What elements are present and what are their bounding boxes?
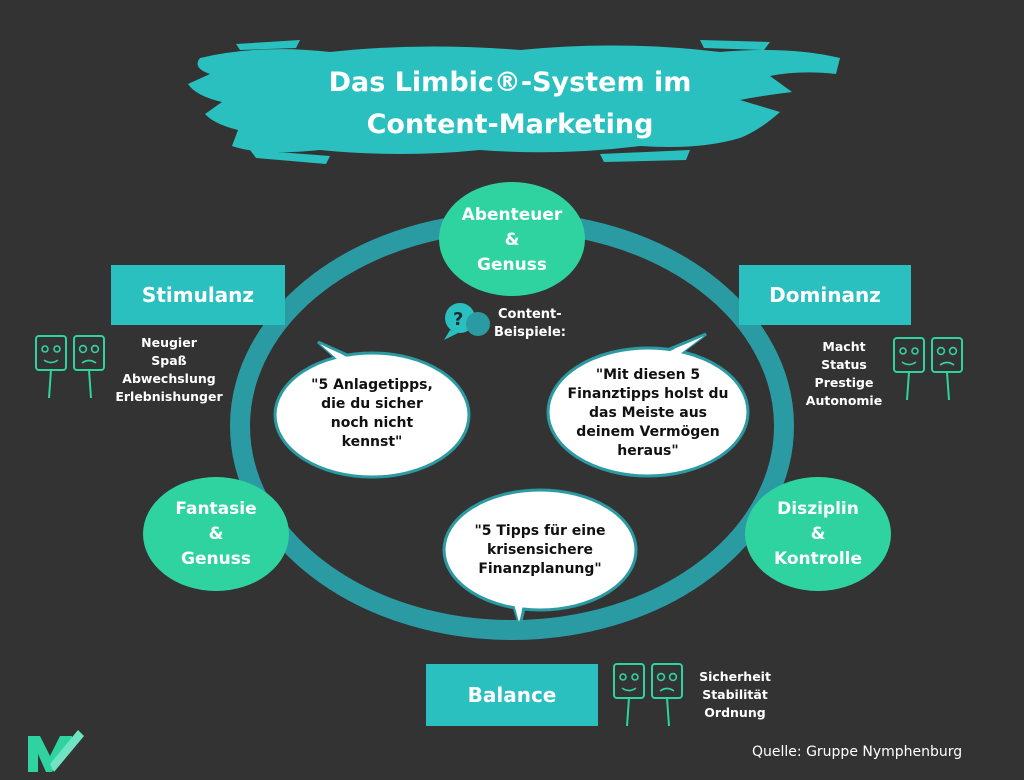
title-brush-stroke (188, 40, 840, 164)
bubble-bottom-line: krisensichere (486, 542, 594, 558)
box-dominanz: Dominanz (739, 265, 911, 325)
bubble-left-line: noch nicht (330, 415, 414, 431)
list-item: Stabilität (702, 687, 768, 702)
node-circle-left (143, 477, 289, 591)
bubble-right-line: das Meiste aus (588, 405, 708, 421)
list-item: Autonomie (805, 393, 883, 408)
list-item: Ordnung (704, 705, 766, 720)
bubble-left-line: die du sicher (321, 396, 423, 412)
content-examples-line-2: Beispiele: (494, 325, 566, 340)
bubble-right-line: "Mit diesen 5 (595, 367, 701, 383)
node-top-line-1: Abenteuer (461, 204, 563, 225)
bubble-right-line: deinem Vermögen (576, 424, 720, 440)
bubble-right-line: heraus" (617, 443, 679, 459)
node-left-line-1: Fantasie (175, 498, 257, 519)
bubble-bottom-line: "5 Tipps für eine (474, 523, 606, 539)
list-item: Spaß (151, 353, 187, 368)
node-abenteuer-genuss: Abenteuer & Genuss (439, 202, 585, 278)
bubble-left-line: kennst" (341, 434, 403, 450)
node-right-line-1: Disziplin (777, 498, 859, 519)
list-item: Prestige (814, 375, 874, 390)
question-bubbles-icon: ? (444, 303, 490, 340)
list-item: Erlebnishunger (115, 389, 223, 404)
face-signs-icon-balance (613, 663, 683, 727)
page-title: Das Limbic®-System im Content-Marketing (300, 62, 720, 146)
list-stimulanz: Neugier Spaß Abwechslung Erlebnishunger (108, 334, 230, 406)
node-fantasie-genuss: Fantasie & Genuss (143, 496, 289, 572)
svg-text:?: ? (453, 309, 463, 330)
node-top-line-3: Genuss (477, 254, 547, 275)
list-item: Neugier (141, 335, 197, 350)
content-examples-line-1: Content- (498, 307, 562, 322)
node-right-line-3: Kontrolle (773, 548, 863, 569)
speech-bubble-left (273, 340, 471, 479)
list-item: Status (821, 357, 867, 372)
bubble-text-left: "5 Anlagetipps, die du sicher noch nicht… (290, 376, 454, 452)
title-line-2: Content-Marketing (366, 109, 654, 140)
node-left-line-2: & (208, 523, 224, 544)
bubble-left-line: "5 Anlagetipps, (311, 377, 433, 393)
node-top-line-2: & (504, 229, 520, 250)
title-line-1: Das Limbic®-System im (328, 67, 692, 98)
bubble-right-line: Finanztipps holst du (567, 386, 729, 402)
node-disziplin-kontrolle: Disziplin & Kontrolle (745, 496, 891, 572)
content-examples-label: Content- Beispiele: (494, 306, 580, 342)
bubble-text-right: "Mit diesen 5 Finanztipps holst du das M… (560, 366, 736, 461)
face-signs-icon-dominanz (893, 337, 963, 401)
list-item: Abwechslung (122, 371, 216, 386)
node-circle-right (745, 477, 891, 591)
box-stimulanz: Stimulanz (111, 265, 285, 325)
list-item: Macht (822, 339, 866, 354)
list-dominanz: Macht Status Prestige Autonomie (796, 338, 892, 410)
list-item: Sicherheit (699, 669, 771, 684)
bubble-text-bottom: "5 Tipps für eine krisensichere Finanzpl… (460, 522, 620, 579)
source-credit: Quelle: Gruppe Nymphenburg (752, 744, 963, 760)
node-circle-top (439, 182, 585, 296)
list-balance: Sicherheit Stabilität Ordnung (692, 668, 778, 722)
speech-bubble-bottom (442, 488, 638, 632)
box-balance: Balance (426, 664, 598, 726)
bubble-bottom-line: Finanzplanung" (478, 561, 602, 577)
node-right-line-2: & (810, 523, 826, 544)
node-left-line-3: Genuss (181, 548, 251, 569)
logo-check-mark (28, 730, 84, 772)
speech-bubble-right (546, 332, 750, 478)
face-signs-icon-stimulanz (35, 335, 105, 399)
